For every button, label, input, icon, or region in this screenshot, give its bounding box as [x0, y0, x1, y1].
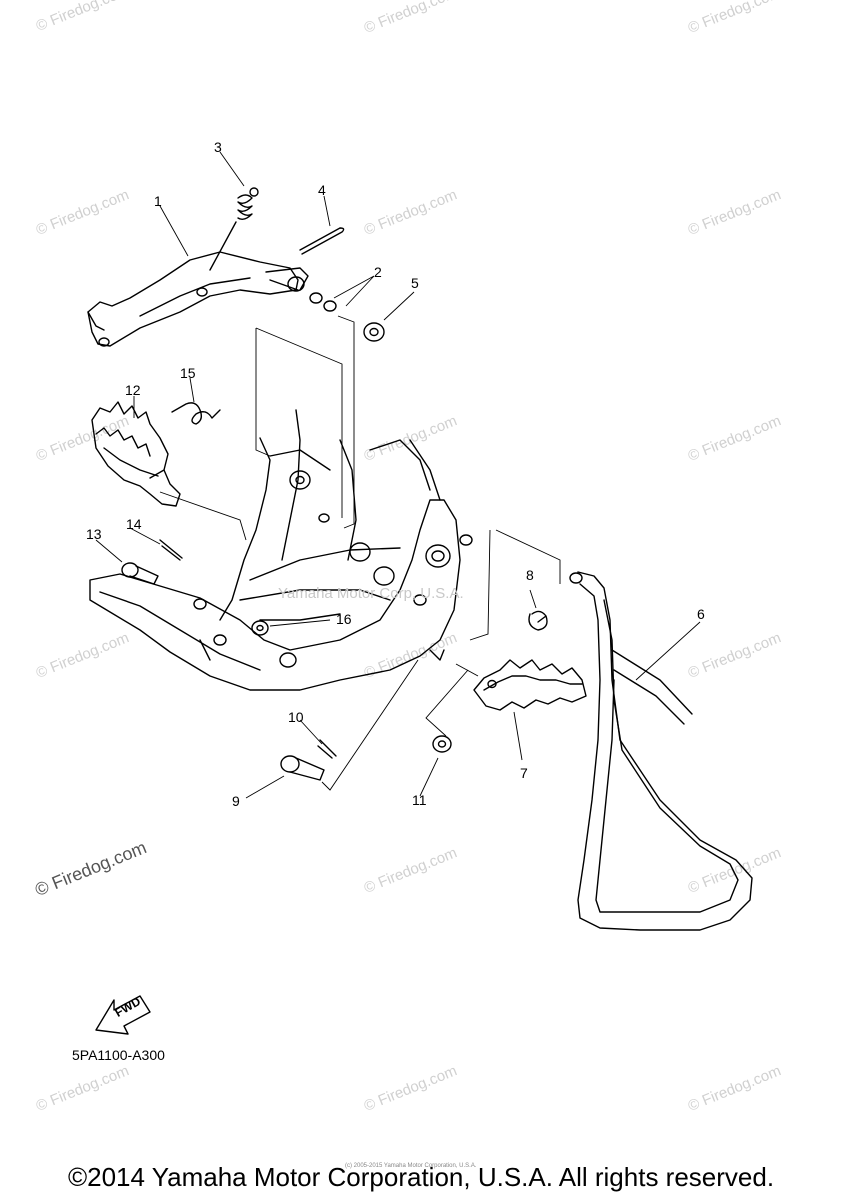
- copyright-footer: ©2014 Yamaha Motor Corporation, U.S.A. A…: [67, 1162, 775, 1192]
- footrest-left: [91, 401, 181, 507]
- fwd-arrow: [95, 995, 151, 1035]
- clip: [528, 610, 548, 631]
- cotter-pin-right: [317, 739, 337, 759]
- footrest-right: [473, 659, 587, 711]
- o-ring: [309, 292, 323, 304]
- footrest-spring: [171, 402, 221, 425]
- callout-11: 11: [412, 792, 427, 808]
- callout-14: 14: [126, 516, 142, 532]
- o-ring: [323, 300, 337, 312]
- callout-5: 5: [411, 275, 419, 291]
- callout-7: 7: [520, 765, 528, 781]
- callout-15: 15: [180, 365, 196, 381]
- callout-12: 12: [125, 382, 141, 398]
- callout-13: 13: [86, 526, 102, 542]
- center-watermark: Yamaha Motor Corp, U.S.A.: [278, 585, 464, 602]
- part-code: 5PA1100-A300: [72, 1047, 165, 1063]
- callout-6: 6: [697, 606, 705, 622]
- callout-1: 1: [154, 193, 162, 209]
- callout-10: 10: [288, 709, 304, 725]
- washer: [363, 322, 385, 342]
- callout-9: 9: [232, 793, 240, 809]
- footrest-pin-right: [280, 755, 325, 781]
- washer-right: [432, 735, 452, 753]
- bushing: [251, 620, 269, 636]
- callout-3: 3: [214, 139, 222, 155]
- fine-print: (c) 2005-2015 Yamaha Motor Corporation, …: [345, 1163, 477, 1169]
- cotter-pin-left: [159, 539, 183, 561]
- callout-8: 8: [526, 567, 534, 583]
- callout-2: 2: [374, 264, 382, 280]
- side-stand: [569, 571, 753, 931]
- callout-16: 16: [336, 611, 352, 627]
- brake-pedal: [87, 251, 309, 347]
- brake-spring: [209, 187, 259, 271]
- footrest-pin-left: [121, 562, 159, 585]
- frame: [89, 409, 473, 691]
- cotter-pin: [299, 227, 345, 255]
- callout-4: 4: [318, 182, 326, 198]
